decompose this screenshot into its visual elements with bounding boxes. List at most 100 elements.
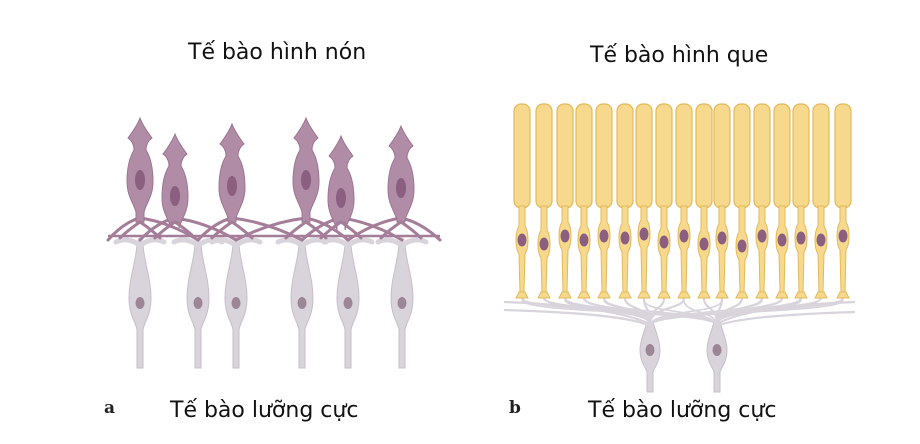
rod-spherule	[597, 291, 611, 299]
bipolar-cell	[209, 237, 263, 369]
rod-inner-segment	[558, 205, 572, 293]
rod-nucleus	[517, 233, 527, 247]
cone-nucleus	[135, 170, 145, 190]
cone-cell	[153, 132, 197, 240]
rod-cell	[635, 103, 653, 299]
rod-cell	[695, 103, 713, 299]
bipolar-dendrite-fan	[503, 296, 856, 328]
panel-a-letter: a	[104, 398, 116, 418]
rod-spherule	[657, 291, 671, 299]
rod-inner-segment	[597, 205, 611, 293]
bipolar-dendrite	[715, 296, 845, 325]
rod-spherule	[735, 291, 749, 299]
panel-a-bipolar-caption: Tế bào lưỡng cực	[170, 398, 359, 423]
rod-outer-segment	[635, 103, 653, 209]
rod-nucleus	[777, 233, 787, 247]
rod-nucleus	[599, 229, 609, 243]
cone-nucleus	[227, 176, 237, 196]
rod-nucleus	[639, 227, 649, 241]
rod-spherule	[677, 291, 691, 299]
rod-nucleus	[620, 231, 630, 245]
bipolar-cell	[375, 237, 429, 369]
bipolar-dendrite	[275, 237, 305, 249]
bipolar-dendrite	[321, 237, 351, 249]
cone-nucleus	[170, 186, 180, 206]
rod-cell	[535, 103, 553, 299]
rod-inner-segment	[715, 205, 729, 293]
rod-cell	[575, 103, 593, 299]
bipolar-cell	[639, 321, 661, 393]
rod-nucleus	[539, 237, 549, 251]
bipolar-cell	[321, 237, 375, 369]
rod-cell	[675, 103, 693, 299]
rod-cells-title: Tế bào hình que	[590, 43, 769, 68]
cone-nucleus	[336, 188, 346, 208]
panel-b-letter: b	[509, 398, 521, 418]
rod-inner-segment	[836, 205, 850, 293]
rod-nucleus	[699, 237, 709, 251]
rod-inner-segment	[637, 205, 651, 293]
bipolar-nucleus	[231, 297, 241, 309]
rod-nucleus	[796, 231, 806, 245]
cone-body	[327, 134, 355, 231]
cone-cell	[118, 116, 162, 240]
bipolar-cell	[275, 237, 329, 369]
panel-b-rod-pathway	[503, 103, 856, 393]
bipolar-nucleus	[135, 297, 145, 309]
rod-inner-segment	[618, 205, 632, 293]
rod-outer-segment	[695, 103, 713, 209]
bipolar-dendrite	[375, 237, 405, 249]
bipolar-nucleus	[193, 297, 203, 309]
rod-nucleus	[816, 233, 826, 247]
rod-outer-segment	[733, 103, 751, 209]
rod-nucleus	[679, 229, 689, 243]
cone-pedicle	[339, 220, 363, 240]
rod-cell	[773, 103, 791, 299]
rod-cell	[713, 103, 731, 299]
rod-cell	[513, 103, 531, 299]
rod-outer-segment	[655, 103, 673, 209]
rod-spherule	[794, 291, 808, 299]
rod-inner-segment	[814, 205, 828, 293]
cone-pedicle	[319, 220, 343, 240]
bipolar-dendrite	[716, 310, 856, 328]
rod-cell	[792, 103, 810, 299]
cone-cell	[210, 122, 254, 240]
rod-nucleus	[737, 239, 747, 253]
rod-spherule	[814, 291, 828, 299]
rod-outer-segment	[773, 103, 791, 209]
bipolar-nucleus	[645, 344, 655, 356]
rod-outer-segment	[513, 103, 531, 209]
rod-outer-segment	[535, 103, 553, 209]
rod-spherule	[755, 291, 769, 299]
rod-cell	[556, 103, 574, 299]
rod-nucleus	[717, 231, 727, 245]
rod-inner-segment	[577, 205, 591, 293]
rod-inner-segment	[515, 205, 529, 293]
bipolar-nucleus	[343, 297, 353, 309]
bipolar-dendrite	[399, 237, 429, 249]
rod-inner-segment	[657, 205, 671, 293]
rod-nucleus	[838, 229, 848, 243]
rod-cell	[733, 103, 751, 299]
cone-pedicle	[399, 220, 423, 240]
rod-spherule	[537, 291, 551, 299]
cone-pedicle	[153, 220, 177, 240]
rod-spherule	[715, 291, 729, 299]
cone-pedicle	[230, 220, 254, 240]
bipolar-cell	[113, 237, 167, 369]
rod-nucleus	[579, 233, 589, 247]
rod-cell	[812, 103, 830, 299]
cone-pedicle	[379, 220, 403, 240]
rod-spherule	[775, 291, 789, 299]
rod-inner-segment	[677, 205, 691, 293]
rod-outer-segment	[753, 103, 771, 209]
bipolar-nucleus	[712, 344, 722, 356]
rod-cell	[616, 103, 634, 299]
rod-nucleus	[560, 229, 570, 243]
rod-inner-segment	[775, 205, 789, 293]
rod-spherule	[618, 291, 632, 299]
bipolar-dendrite	[345, 237, 375, 249]
cone-cell	[284, 116, 328, 240]
bipolar-body	[639, 321, 661, 393]
